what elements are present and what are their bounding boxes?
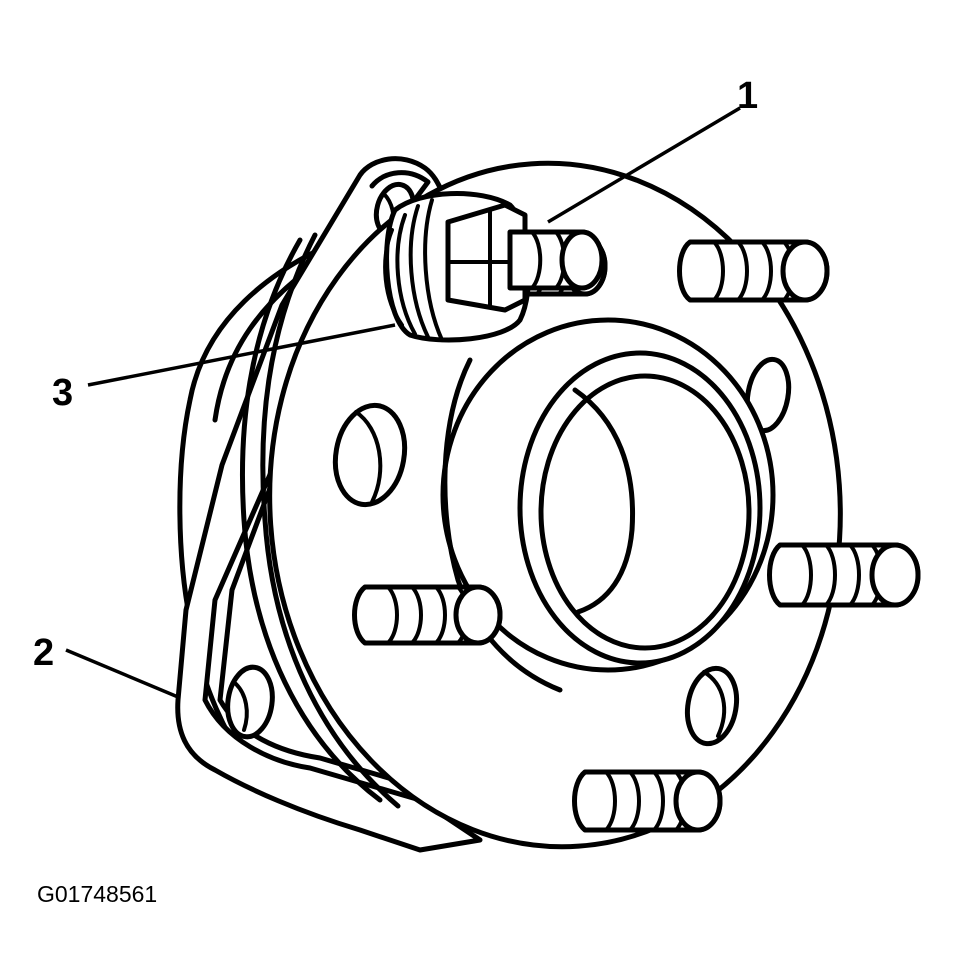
- wheel-stud-left: [352, 584, 503, 646]
- flange-bolt-hole-bottom: [225, 664, 275, 740]
- leader-line-3: [87, 323, 396, 387]
- bolt-stud-3: [507, 229, 605, 291]
- wheel-stud-right: [767, 542, 921, 608]
- callout-2: 2: [33, 632, 54, 674]
- figure-id: G01748561: [37, 881, 157, 907]
- center-bore: [517, 350, 763, 666]
- hub-pilot: [440, 317, 776, 693]
- wheel-stud-bottom: [572, 769, 723, 833]
- hub-bolt-hole-left: [332, 402, 408, 508]
- hex-nut: [445, 202, 528, 313]
- callout-1: 1: [737, 75, 758, 117]
- leader-line-1: [547, 106, 741, 224]
- hub-bolt-hole-bottom: [684, 665, 740, 747]
- leader-line-2: [65, 648, 179, 699]
- callout-3: 3: [52, 372, 73, 414]
- wheel-stud-upper-right: [677, 239, 830, 303]
